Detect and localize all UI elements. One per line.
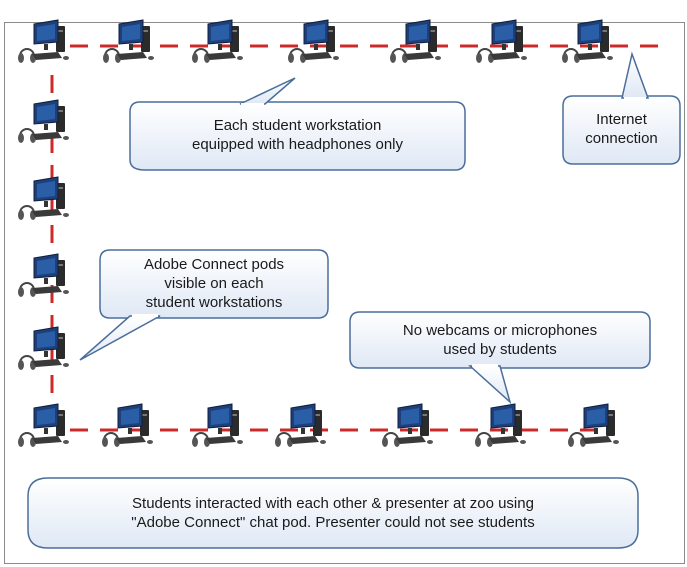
computer-workstation-icon [17, 176, 70, 221]
computer-workstation-icon [561, 19, 614, 64]
callout-chat-line1: Students interacted with each other & pr… [132, 495, 534, 512]
callout-headphones-line1: Each student workstation [213, 117, 382, 134]
callout-headphones-text: Each student workstation equipped with h… [130, 116, 465, 154]
computer-workstation-icon [17, 19, 70, 64]
computer-workstation-icon [191, 403, 244, 448]
callout-internet-text: Internet connection [563, 110, 680, 148]
callout-chat-line2: "Adobe Connect" chat pod. Presenter coul… [131, 514, 535, 531]
computer-workstation-icon [274, 403, 327, 448]
callout-headphones [129, 77, 466, 171]
computer-workstation-icon [389, 19, 442, 64]
computer-workstation-icon [17, 253, 70, 298]
callout-pods-line2: visible on each [164, 275, 264, 292]
callout-headphones-line2: equipped with headphones only [191, 136, 403, 153]
callout-pods [79, 249, 329, 361]
computer-workstation-icon [474, 403, 527, 448]
callout-webcams-line1: No webcams or microphones [402, 322, 598, 339]
computer-workstation-icon [475, 19, 528, 64]
callout-chat-text: Students interacted with each other & pr… [28, 494, 638, 532]
callout-webcams-text: No webcams or microphones used by studen… [350, 321, 650, 359]
computer-workstation-icon [381, 403, 434, 448]
computer-workstation-icon [17, 326, 70, 371]
callout-webcams [349, 311, 651, 405]
callout-pods-line1: Adobe Connect pods [143, 256, 285, 273]
callout-pods-line3: student workstations [145, 294, 283, 311]
computer-workstation-icon [17, 403, 70, 448]
callout-pods-text: Adobe Connect pods visible on each stude… [100, 255, 328, 312]
computer-workstation-icon [287, 19, 340, 64]
computer-workstation-icon [567, 403, 620, 448]
callout-internet [562, 51, 681, 165]
computer-workstation-icon [101, 403, 154, 448]
callout-chat [27, 477, 639, 549]
callout-internet-line2: connection [585, 130, 658, 147]
callout-internet-line1: Internet [596, 111, 647, 128]
computer-workstation-icon [17, 99, 70, 144]
computer-workstation-icon [191, 19, 244, 64]
network-links [50, 44, 660, 432]
computer-workstation-icon [102, 19, 155, 64]
callout-webcams-line2: used by students [443, 341, 557, 358]
